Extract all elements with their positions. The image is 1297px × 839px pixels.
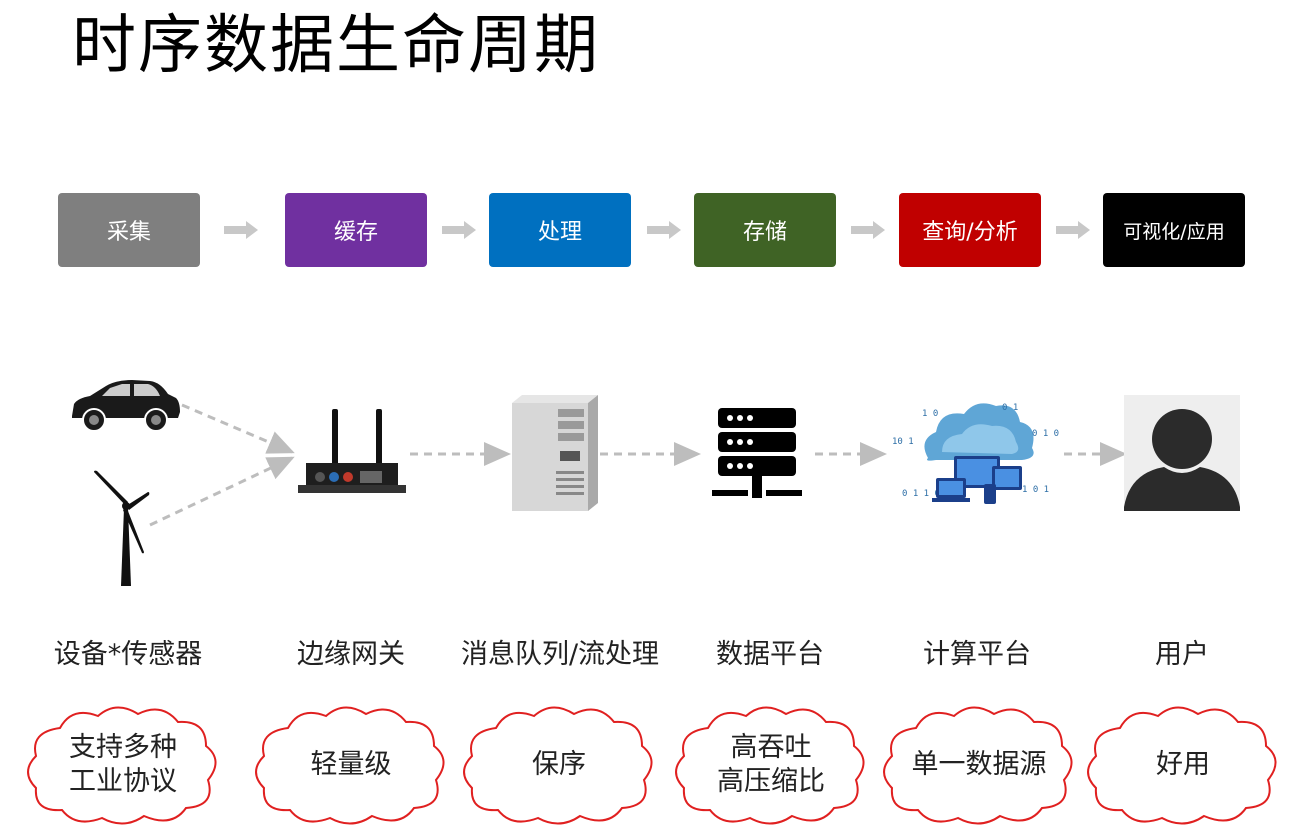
arrow-right-icon [442,221,476,239]
stage-cache: 缓存 [285,193,427,267]
stage-label: 缓存 [333,220,378,245]
cloud-devices-icon: 10 1 0 1 0 0 1 1 0 1 0 1 1 0 0 1 [892,403,1059,504]
feature-cloud: 支持多种工业协议 [20,700,226,830]
cloud-shape-icon [1087,706,1277,825]
feature-line: 支持多种 [69,732,177,763]
arrow-right-icon [647,221,681,239]
arrow-right-icon [851,221,885,239]
svg-text:0 1 1 0: 0 1 1 0 [902,489,940,499]
component-label-compute-platform: 计算平台 [923,639,1031,670]
svg-text:1 0 1: 1 0 1 [1022,485,1049,495]
user-icon [1124,395,1240,511]
stage-collect: 采集 [58,193,200,267]
router-icon [298,409,406,493]
cloud-shape-icon [883,706,1073,825]
stage-label: 存储 [742,220,787,245]
wind-turbine-icon [94,470,150,586]
cloud-shape-icon [675,706,865,825]
feature-line: 工业协议 [69,766,177,797]
feature-cloud: 好用 [1080,700,1286,830]
component-label-data-platform: 数据平台 [716,639,824,670]
svg-text:10 1: 10 1 [892,437,914,447]
component-label-message-queue: 消息队列/流处理 [460,639,660,670]
cloud-shape-icon [27,706,217,825]
feature-line: 保序 [532,749,586,780]
page-title: 时序数据生命周期 [72,9,600,83]
stage-label: 处理 [537,220,582,245]
arrow-right-icon [224,221,258,239]
cloud-shape-icon [255,706,445,825]
svg-text:0 1: 0 1 [1002,403,1018,413]
feature-line: 高吞吐 [730,732,812,763]
stage-storage: 存储 [694,193,836,267]
component-label-devices: 设备*传感器 [53,639,203,670]
stage-query-analysis: 查询/分析 [899,193,1041,267]
server-tower-icon [512,395,598,511]
server-rack-icon [712,408,802,498]
stage-label: 可视化/应用 [1123,220,1225,243]
svg-text:1 0: 1 0 [922,409,938,419]
feature-cloud: 单一数据源 [876,700,1082,830]
car-icon [72,380,180,432]
feature-cloud: 保序 [456,700,662,830]
feature-line: 高压缩比 [717,766,825,797]
feature-line: 好用 [1156,749,1210,780]
feature-cloud: 轻量级 [248,700,454,830]
feature-line: 轻量级 [310,749,392,780]
component-label-user: 用户 [1155,639,1209,670]
arrow-right-icon [1056,221,1090,239]
stage-visualization: 可视化/应用 [1103,193,1245,267]
component-label-gateway: 边缘网关 [297,639,405,670]
stage-process: 处理 [489,193,631,267]
feature-line: 单一数据源 [911,749,1047,780]
svg-text:0 1 0: 0 1 0 [1032,429,1059,439]
feature-cloud: 高吞吐高压缩比 [668,700,874,830]
stage-label: 采集 [106,220,151,245]
cloud-shape-icon [463,706,653,825]
stage-label: 查询/分析 [922,220,1018,245]
